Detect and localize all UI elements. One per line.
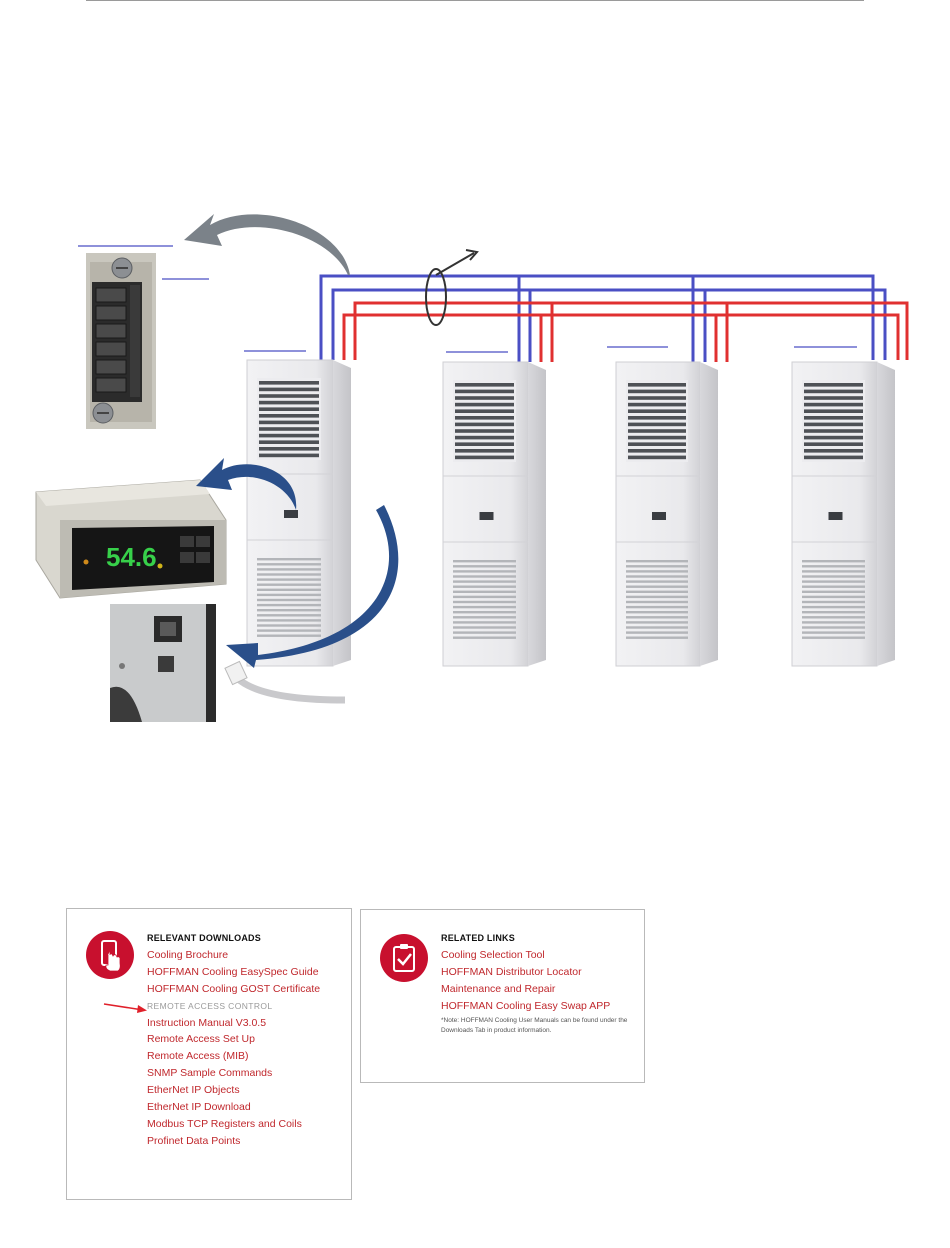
cable-bundle-icon xyxy=(425,249,479,326)
blue-wires xyxy=(319,274,887,362)
cooling-unit-1 xyxy=(246,359,351,667)
download-link-gost-certificate[interactable]: HOFFMAN Cooling GOST Certificate xyxy=(147,982,321,995)
download-link-remote-access-setup[interactable]: Remote Access Set Up xyxy=(147,1033,255,1046)
terminal-block-image xyxy=(86,253,156,429)
download-link-snmp-commands[interactable]: SNMP Sample Commands xyxy=(147,1067,273,1080)
download-link-instruction-manual[interactable]: Instruction Manual V3.0.5 xyxy=(147,1016,267,1029)
download-link-remote-access-mib[interactable]: Remote Access (MIB) xyxy=(147,1050,249,1063)
download-link-cooling-brochure[interactable]: Cooling Brochure xyxy=(147,949,229,961)
clipboard-check-icon xyxy=(380,934,428,982)
cooling-unit-3 xyxy=(615,361,718,667)
cooling-unit-4 xyxy=(791,361,895,667)
related-links-card: RELATED LINKS Cooling Selection Tool HOF… xyxy=(360,909,645,1083)
pointer-arrow-icon xyxy=(103,1003,147,1013)
tablet-touch-icon xyxy=(86,931,134,979)
label-lines xyxy=(78,245,857,353)
related-links-title: RELATED LINKS xyxy=(441,933,515,943)
download-link-ethernet-ip-objects[interactable]: EtherNet IP Objects xyxy=(147,1084,240,1097)
download-link-ethernet-ip-download[interactable]: EtherNet IP Download xyxy=(147,1101,251,1114)
top-rule xyxy=(86,0,864,1)
cooling-unit-2 xyxy=(442,361,546,667)
link-maintenance-repair[interactable]: Maintenance and Repair xyxy=(441,982,556,995)
downloads-list: Cooling Brochure HOFFMAN Cooling EasySpe… xyxy=(147,947,320,1150)
controller-display-readout: 54.6 xyxy=(106,542,157,572)
link-cooling-selection-tool[interactable]: Cooling Selection Tool xyxy=(441,949,545,961)
ethernet-port-image xyxy=(110,604,346,722)
curved-arrows xyxy=(184,214,399,668)
network-diagram: 54.6 xyxy=(35,214,909,722)
relevant-downloads-card: RELEVANT DOWNLOADS Cooling Brochure HOFF… xyxy=(66,908,352,1200)
cooling-units xyxy=(246,359,895,667)
remote-access-section-label: REMOTE ACCESS CONTROL xyxy=(147,1000,273,1011)
link-easy-swap-app[interactable]: HOFFMAN Cooling Easy Swap APP xyxy=(441,999,611,1012)
related-links-list: Cooling Selection Tool HOFFMAN Distribut… xyxy=(441,947,610,1015)
relevant-downloads-title: RELEVANT DOWNLOADS xyxy=(147,933,261,943)
controller-image: 54.6 xyxy=(35,479,227,599)
link-distributor-locator[interactable]: HOFFMAN Distributor Locator xyxy=(441,965,582,978)
download-link-modbus-tcp[interactable]: Modbus TCP Registers and Coils xyxy=(147,1117,302,1130)
download-link-easyspec-guide[interactable]: HOFFMAN Cooling EasySpec Guide xyxy=(147,965,319,978)
download-link-profinet-data-points[interactable]: Profinet Data Points xyxy=(147,1134,241,1147)
red-wires xyxy=(342,301,909,362)
user-manuals-note: *Note: HOFFMAN Cooling User Manuals can … xyxy=(441,1017,628,1034)
